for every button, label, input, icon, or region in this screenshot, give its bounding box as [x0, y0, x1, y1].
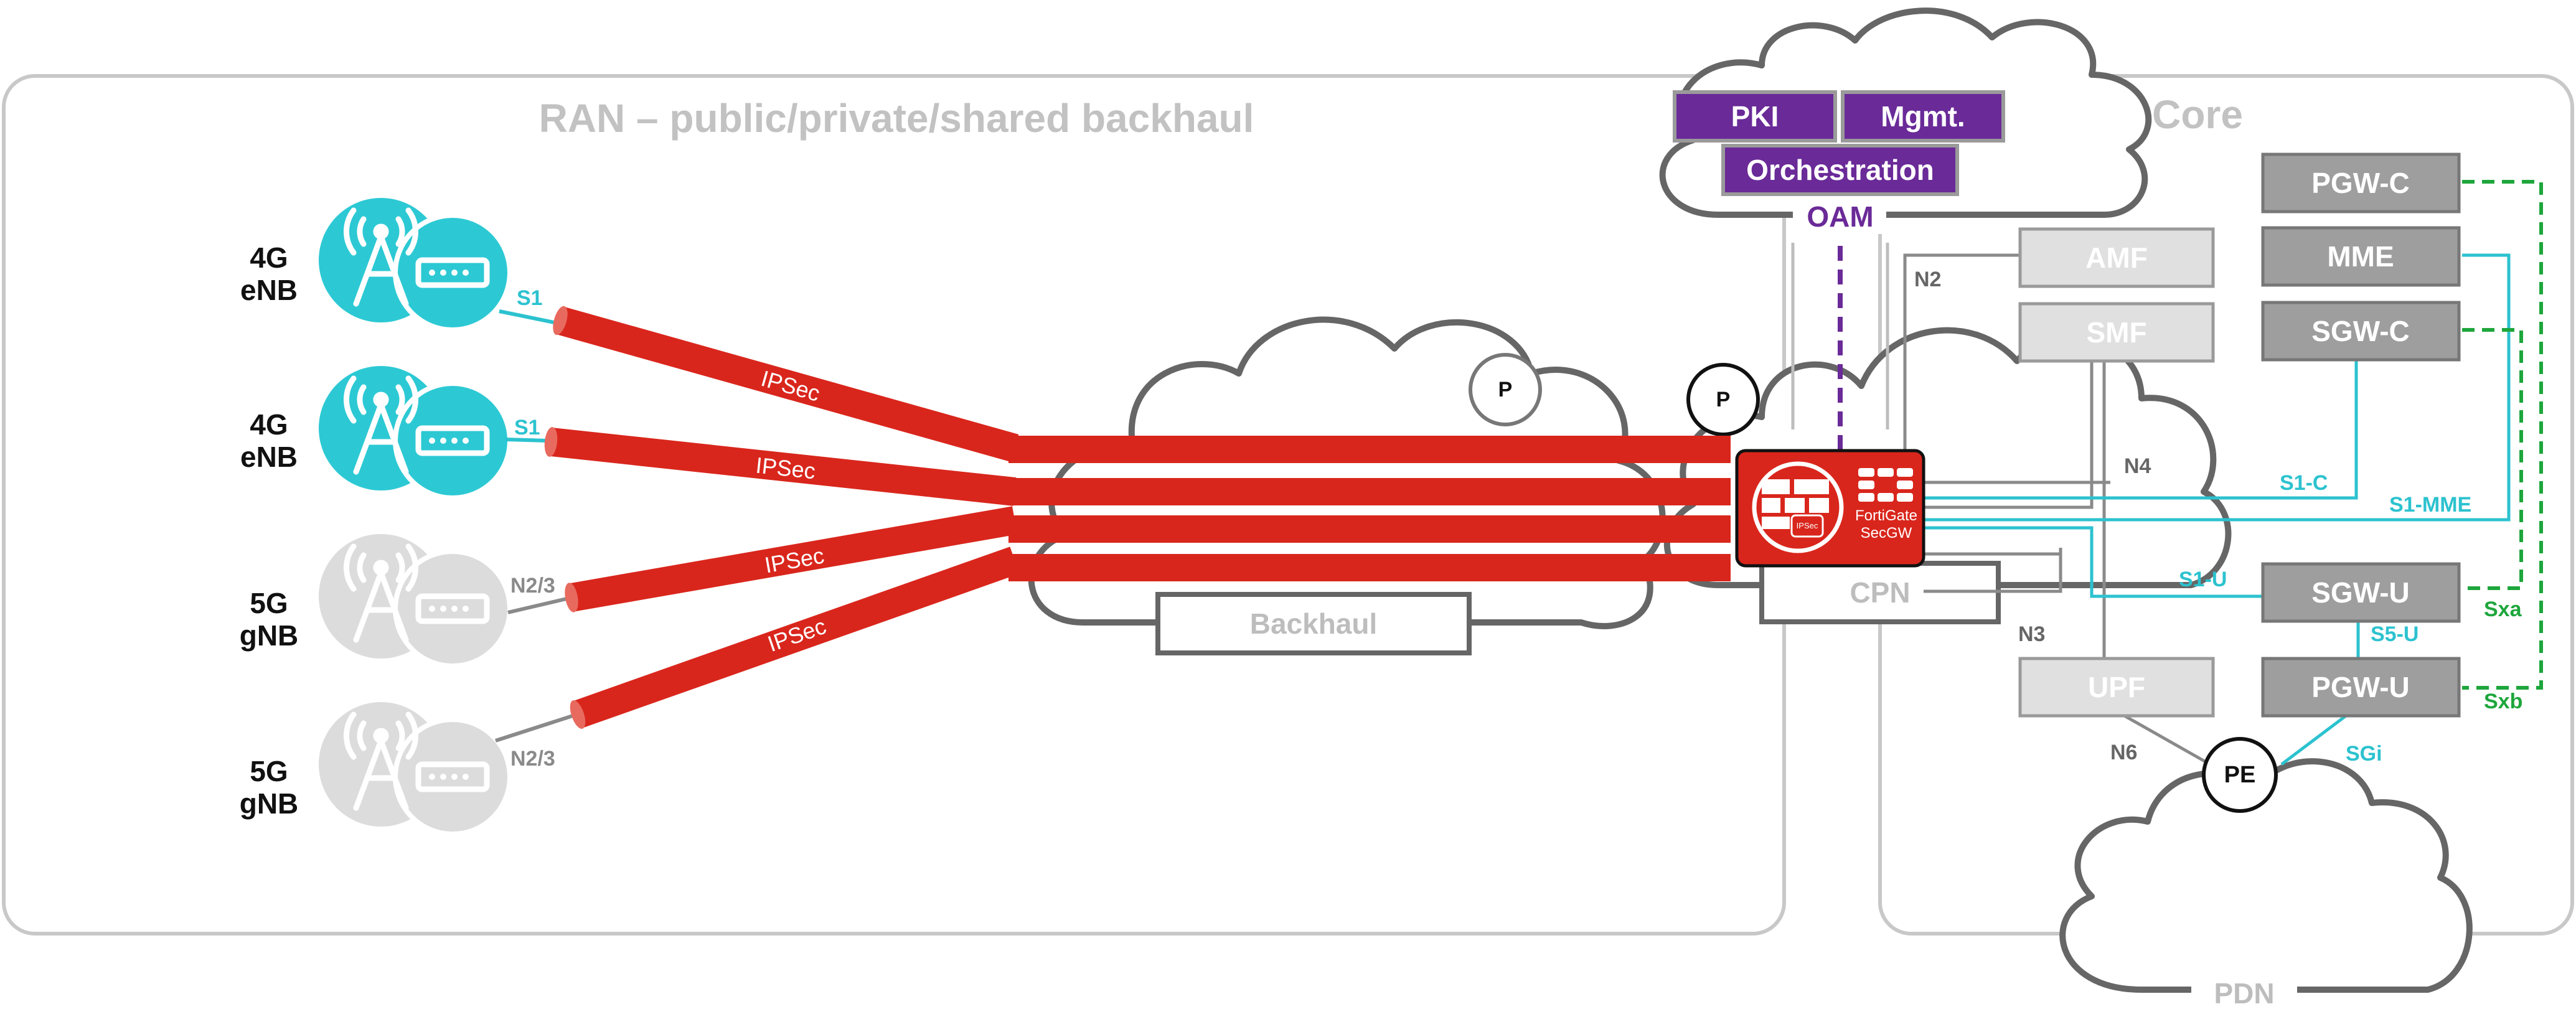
- secgw-badge-text: IPSec: [1797, 521, 1818, 530]
- smf-box[interactable]: [2018, 302, 2215, 363]
- sgw-u-label: SGW-U: [2311, 576, 2410, 609]
- mgmt-box[interactable]: [1841, 90, 2005, 143]
- site-4-icon[interactable]: [319, 702, 512, 837]
- site-2-label-line2: eNB: [240, 441, 298, 473]
- tunnel-trunk: [1008, 436, 1731, 581]
- site-1-stub: [499, 309, 555, 324]
- upf-label: UPF: [2088, 671, 2145, 703]
- backhaul-label: Backhaul: [1250, 607, 1378, 640]
- p-router-backhaul-label: P: [1498, 378, 1513, 401]
- orchestration-label: Orchestration: [1746, 154, 1934, 186]
- site-2-icon[interactable]: [319, 366, 512, 500]
- pe-router-label: PE: [2224, 762, 2256, 788]
- secgw-label-line2: SecGW: [1861, 525, 1912, 542]
- sgw-c-label: SGW-C: [2311, 315, 2410, 347]
- sgi-label: SGi: [2346, 742, 2382, 766]
- ipsec-label-2: IPSec: [754, 453, 817, 484]
- sxb-label: Sxb: [2484, 690, 2522, 713]
- site-3-icon[interactable]: [319, 534, 512, 668]
- core-region-title: Core: [2152, 92, 2243, 137]
- site-4-label-line2: gNB: [240, 787, 299, 820]
- ipsec-tunnel-2[interactable]: [543, 426, 1017, 506]
- site-1-label-line1: 4G: [250, 242, 288, 274]
- site-1-iface-label: S1: [517, 286, 543, 310]
- sgw-u-box[interactable]: [2261, 562, 2461, 623]
- ran-region-title: RAN – public/private/shared backhaul: [539, 96, 1254, 141]
- amf-box[interactable]: [2018, 227, 2215, 288]
- pki-box[interactable]: [1673, 90, 1837, 143]
- s1u-label: S1-U: [2179, 568, 2227, 591]
- site-2-label-line1: 4G: [250, 408, 288, 441]
- oam-label-bg: [1793, 199, 1886, 234]
- ipsec-tunnel-1[interactable]: [550, 304, 1019, 462]
- smf-label: SMF: [2086, 316, 2146, 349]
- site-3-stub: [507, 597, 567, 614]
- ipsec-tunnel-4[interactable]: [567, 546, 1020, 731]
- ipsec-label-3: IPSec: [763, 542, 826, 578]
- p-router-cpn[interactable]: [1686, 363, 1760, 436]
- backhaul-box: [1155, 592, 1472, 655]
- orchestration-box[interactable]: [1721, 144, 1959, 196]
- ipsec-tunnel-3[interactable]: [563, 506, 1017, 613]
- site-4-label-line1: 5G: [250, 755, 288, 787]
- oam-label: OAM: [1807, 200, 1873, 233]
- s5u-label: S5-U: [2371, 622, 2419, 646]
- pgw-u-box[interactable]: [2261, 657, 2461, 718]
- grey-links: [1903, 253, 2208, 764]
- site-3-label-line1: 5G: [250, 587, 288, 619]
- n2-label: N2: [1914, 268, 1941, 291]
- site-2-iface-label: S1: [514, 416, 540, 439]
- s1c-label: S1-C: [2280, 471, 2328, 495]
- site-3-label-line2: gNB: [240, 619, 299, 652]
- site-4-stub: [495, 714, 573, 743]
- site-1-icon[interactable]: [319, 198, 512, 332]
- sxa-label: Sxa: [2484, 598, 2522, 621]
- p-router-backhaul[interactable]: [1469, 353, 1542, 426]
- mgmt-label: Mgmt.: [1881, 100, 1965, 133]
- upf-box[interactable]: [2018, 657, 2215, 718]
- site-1-label-line2: eNB: [240, 274, 298, 306]
- pdn-label-bg: [2191, 974, 2297, 1011]
- amf-label: AMF: [2085, 242, 2148, 274]
- pgw-c-label: PGW-C: [2311, 167, 2410, 199]
- site-4-iface-label: N2/3: [510, 747, 555, 771]
- pki-label: PKI: [1731, 100, 1779, 133]
- pdn-label: PDN: [2214, 977, 2274, 1010]
- mme-label: MME: [2327, 240, 2394, 273]
- fortigate-secgw[interactable]: [1735, 449, 1925, 568]
- secgw-label-line1: FortiGate: [1855, 507, 1917, 524]
- cpn-label: CPN: [1850, 576, 1910, 609]
- pe-router[interactable]: [2202, 737, 2278, 813]
- n3-label: N3: [2018, 622, 2045, 646]
- pgw-u-label: PGW-U: [2311, 671, 2410, 703]
- sgw-c-box[interactable]: [2261, 301, 2461, 362]
- s1mme-label: S1-MME: [2389, 493, 2471, 517]
- n6-label: N6: [2110, 741, 2137, 764]
- site-3-iface-label: N2/3: [510, 574, 555, 598]
- sx-links: [2462, 180, 2543, 690]
- n4-label: N4: [2124, 454, 2151, 478]
- pgw-c-box[interactable]: [2261, 152, 2461, 213]
- site-2-stub: [505, 438, 548, 443]
- mme-box[interactable]: [2261, 226, 2461, 287]
- p-router-cpn-label: P: [1716, 388, 1731, 411]
